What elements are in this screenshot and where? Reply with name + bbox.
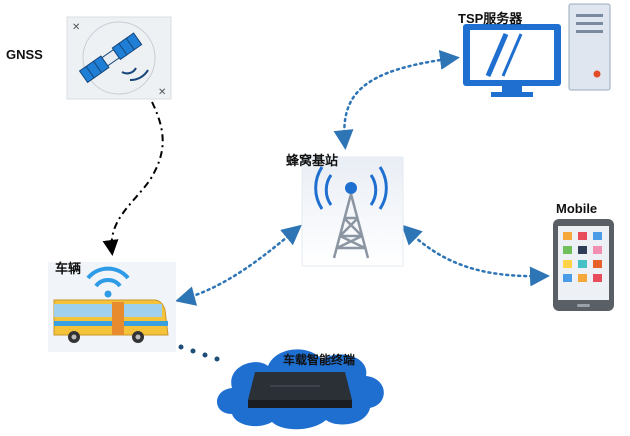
mobile-label: Mobile [556, 201, 598, 216]
cell-tower-icon [301, 156, 404, 267]
link-tower-vehicle [175, 224, 302, 306]
svg-text:✕: ✕ [158, 87, 166, 98]
link-gnss-vehicle [102, 101, 164, 256]
link-tower-mobile [401, 224, 550, 287]
gnss-label: GNSS [6, 47, 43, 62]
satellite-icon: ✕ ✕ [66, 16, 172, 100]
tsp-server-label: TSP服务器 [458, 11, 523, 26]
smartphone-icon [553, 219, 614, 311]
terminal-label: 车载智能终端 [283, 353, 356, 367]
svg-text:✕: ✕ [72, 22, 80, 33]
link-vehicle-terminal [178, 344, 220, 362]
bus-icon [48, 262, 176, 352]
vehicle-label: 车辆 [55, 261, 82, 276]
base-station-label: 蜂窝基站 [286, 153, 339, 168]
link-tower-tsp [333, 49, 460, 150]
server-computer-icon [463, 3, 611, 97]
telematics-box-icon [217, 349, 384, 430]
